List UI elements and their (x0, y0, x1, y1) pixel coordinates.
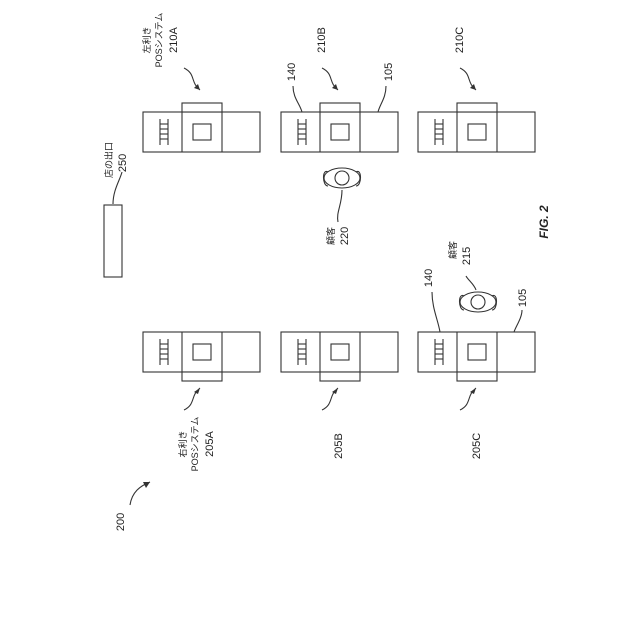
customer-220-label: 顧客 (325, 227, 336, 245)
store-exit (104, 205, 122, 277)
leader-250 (113, 172, 122, 204)
pos-station-205b (281, 332, 398, 381)
arrowhead-205c (470, 388, 476, 394)
ref-140-bottom: 140 (423, 269, 435, 287)
arrowhead-210b (332, 84, 338, 90)
leader-140-top (293, 86, 302, 112)
leader-140-bottom (432, 292, 440, 332)
customer-215-label: 顧客 (447, 241, 458, 259)
ref-210b: 210B (316, 27, 328, 53)
pos-right-handed-label-2: POSシステム (190, 417, 200, 472)
leader-105-top (378, 86, 386, 112)
ref-205c: 205C (471, 433, 483, 459)
ref-210a: 210A (168, 26, 180, 52)
figure-caption: FIG. 2 (537, 205, 551, 239)
ref-205a: 205A (204, 430, 216, 456)
customer-215-figure (460, 292, 497, 312)
pos-station-210b (281, 103, 398, 152)
leader-105-bottom (514, 310, 522, 332)
arrowhead-205b (332, 388, 338, 394)
ref-105-bottom: 105 (517, 289, 529, 307)
ref-220: 220 (339, 227, 351, 245)
pos-left-handed-label-1: 左利き (141, 26, 152, 53)
arrowhead-205a (194, 388, 200, 394)
ref-250: 250 (117, 154, 129, 172)
store-exit-label: 店の出口 (103, 142, 114, 178)
arrowhead-210a (194, 84, 200, 90)
customer-220-figure (324, 168, 361, 188)
pos-right-handed-label-1: 右利き (177, 430, 188, 457)
pos-station-210c (418, 103, 535, 152)
arrowhead-210c (470, 84, 476, 90)
leader-220 (338, 190, 342, 222)
pos-station-205c (418, 332, 535, 381)
ref-105-top: 105 (383, 63, 395, 81)
ref-205b: 205B (333, 433, 345, 459)
ref-140-top: 140 (286, 63, 298, 81)
ref-210c: 210C (454, 27, 466, 53)
ref-215: 215 (461, 247, 473, 265)
leader-215 (466, 276, 476, 290)
pos-station-210a (143, 103, 260, 152)
ref-200: 200 (115, 513, 127, 531)
pos-station-205a (143, 332, 260, 381)
pos-left-handed-label-2: POSシステム (154, 13, 164, 68)
